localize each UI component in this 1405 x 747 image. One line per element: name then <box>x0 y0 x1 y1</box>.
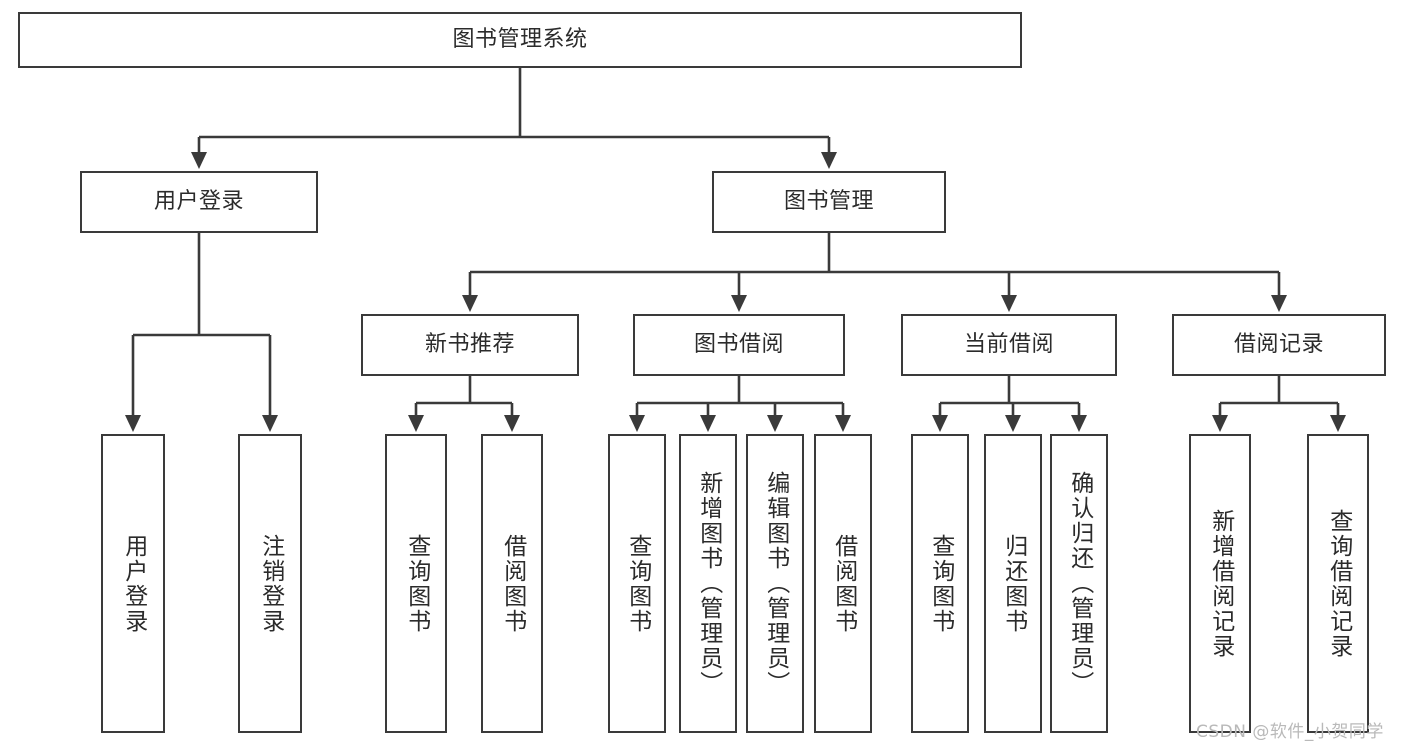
node-book-borrow-label: 图书借阅 <box>693 332 784 358</box>
node-leaf-user-logout[interactable]: 注销登录 <box>238 434 302 733</box>
node-leaf-query-book-2[interactable]: 查询图书 <box>608 434 666 733</box>
node-new-book-recommend[interactable]: 新书推荐 <box>361 314 579 376</box>
group-3-arrow-1-head <box>1330 415 1346 432</box>
node-book-borrow[interactable]: 图书借阅 <box>633 314 845 376</box>
book-manage-arrow-3-head <box>1271 295 1287 312</box>
node-leaf-return-book-label: 归还图书 <box>1000 533 1027 634</box>
node-leaf-edit-book-admin-label: 编辑图书（管理员） <box>762 471 789 696</box>
node-leaf-user-login-label: 用户登录 <box>120 533 147 634</box>
book-manage-arrow-2-head <box>1001 295 1017 312</box>
node-leaf-query-book-1[interactable]: 查询图书 <box>385 434 447 733</box>
node-leaf-edit-book-admin[interactable]: 编辑图书（管理员） <box>746 434 804 733</box>
user-login-arrow-0-head <box>125 415 141 432</box>
book-manage-arrow-1-head <box>731 295 747 312</box>
node-leaf-borrow-book-2[interactable]: 借阅图书 <box>814 434 872 733</box>
node-new-book-recommend-label: 新书推荐 <box>424 332 515 358</box>
root-arrow-1-head <box>821 152 837 169</box>
node-current-borrow[interactable]: 当前借阅 <box>901 314 1117 376</box>
node-user-login[interactable]: 用户登录 <box>80 171 318 233</box>
node-borrow-record[interactable]: 借阅记录 <box>1172 314 1386 376</box>
node-leaf-query-borrow-record[interactable]: 查询借阅记录 <box>1307 434 1369 733</box>
group-0-arrow-0-head <box>408 415 424 432</box>
node-root[interactable]: 图书管理系统 <box>18 12 1022 68</box>
node-leaf-borrow-book-1-label: 借阅图书 <box>499 533 526 634</box>
node-root-label: 图书管理系统 <box>452 27 588 53</box>
group-2-arrow-1-head <box>1005 415 1021 432</box>
group-1-arrow-2-head <box>767 415 783 432</box>
root-arrow-0-head <box>191 152 207 169</box>
node-leaf-borrow-book-1[interactable]: 借阅图书 <box>481 434 543 733</box>
node-leaf-return-book[interactable]: 归还图书 <box>984 434 1042 733</box>
node-book-manage-label: 图书管理 <box>783 189 874 215</box>
node-user-login-label: 用户登录 <box>153 189 244 215</box>
group-3-arrow-0-head <box>1212 415 1228 432</box>
node-leaf-query-book-3[interactable]: 查询图书 <box>911 434 969 733</box>
node-leaf-add-book-admin[interactable]: 新增图书（管理员） <box>679 434 737 733</box>
node-current-borrow-label: 当前借阅 <box>963 332 1054 358</box>
group-0-arrow-1-head <box>504 415 520 432</box>
group-1-arrow-0-head <box>629 415 645 432</box>
group-1-arrow-3-head <box>835 415 851 432</box>
node-leaf-add-borrow-record[interactable]: 新增借阅记录 <box>1189 434 1251 733</box>
csdn-watermark: CSDN @软件_小贺同学 <box>1196 722 1384 742</box>
node-leaf-query-borrow-record-label: 查询借阅记录 <box>1325 508 1352 659</box>
node-leaf-query-book-3-label: 查询图书 <box>927 533 954 634</box>
node-leaf-add-book-admin-label: 新增图书（管理员） <box>695 471 722 696</box>
node-leaf-user-logout-label: 注销登录 <box>257 533 284 634</box>
node-leaf-confirm-return-admin[interactable]: 确认归还（管理员） <box>1050 434 1108 733</box>
node-leaf-borrow-book-2-label: 借阅图书 <box>830 533 857 634</box>
node-leaf-user-login[interactable]: 用户登录 <box>101 434 165 733</box>
book-manage-arrow-0-head <box>462 295 478 312</box>
node-borrow-record-label: 借阅记录 <box>1233 332 1324 358</box>
node-leaf-add-borrow-record-label: 新增借阅记录 <box>1207 508 1234 659</box>
node-leaf-query-book-2-label: 查询图书 <box>624 533 651 634</box>
group-1-arrow-1-head <box>700 415 716 432</box>
group-2-arrow-2-head <box>1071 415 1087 432</box>
user-login-arrow-1-head <box>262 415 278 432</box>
node-leaf-confirm-return-admin-label: 确认归还（管理员） <box>1066 471 1093 696</box>
node-book-manage[interactable]: 图书管理 <box>712 171 946 233</box>
node-leaf-query-book-1-label: 查询图书 <box>403 533 430 634</box>
group-2-arrow-0-head <box>932 415 948 432</box>
